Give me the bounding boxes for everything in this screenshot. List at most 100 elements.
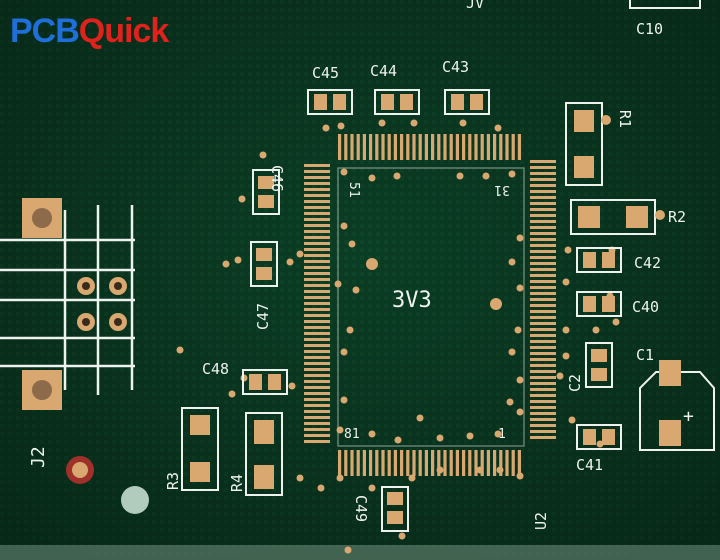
- u2-pin-pad: [369, 134, 373, 160]
- u2-pin-pad: [530, 232, 556, 235]
- pcbquick-logo: PCBQuick: [10, 14, 169, 48]
- u2-pin-pad: [530, 280, 556, 283]
- u2-pin-pad: [530, 166, 556, 169]
- u2-pin-pad: [344, 450, 348, 476]
- u2-pin-pad: [493, 450, 497, 476]
- mounting-hole-white: [121, 486, 149, 514]
- u2-pin-pad: [338, 450, 342, 476]
- u2-pin-pad: [530, 196, 556, 199]
- u2-pin-pad: [304, 422, 330, 425]
- via: [238, 195, 246, 203]
- u2-pin-pad: [304, 410, 330, 413]
- label-c45: C45: [312, 64, 339, 82]
- u2-pin-pad: [530, 340, 556, 343]
- label-c42: C42: [634, 254, 661, 272]
- u2-pin-pad: [304, 374, 330, 377]
- u2-pin-pad: [424, 450, 428, 476]
- via: [340, 168, 348, 176]
- j2-connector-outline: [0, 205, 135, 395]
- via: [506, 398, 514, 406]
- resistor-r1: [565, 102, 611, 186]
- u2-pin-pad: [369, 450, 373, 476]
- capacitor-c46: [252, 169, 280, 215]
- u2-pin-pad: [304, 362, 330, 365]
- u2-pin-pad: [304, 404, 330, 407]
- u2-pin-pad: [530, 262, 556, 265]
- u2-pin-pad: [304, 284, 330, 287]
- u2-pin-pad: [304, 290, 330, 293]
- via: [336, 474, 344, 482]
- u2-pin-pad: [304, 242, 330, 245]
- via: [352, 286, 360, 294]
- u2-pin-pad: [443, 134, 447, 160]
- u2-pin-pad: [387, 450, 391, 476]
- u2-pin-pad: [530, 292, 556, 295]
- u2-pin-pad: [505, 134, 509, 160]
- via: [476, 466, 484, 474]
- u2-pin-pad: [304, 428, 330, 431]
- u2-pin-pad: [486, 450, 490, 476]
- u2-pin-pad: [499, 450, 503, 476]
- u2-pin-pad: [344, 134, 348, 160]
- label-pin-51: 51: [346, 182, 361, 198]
- u2-pin-pad: [304, 164, 330, 167]
- u2-pins-left: [304, 164, 330, 443]
- u2-pin-pad: [486, 134, 490, 160]
- via: [322, 124, 330, 132]
- u2-pin-pad: [304, 194, 330, 197]
- label-c43: C43: [442, 58, 469, 76]
- via: [436, 434, 444, 442]
- u2-pin-pad: [449, 134, 453, 160]
- u2-pin-pad: [418, 450, 422, 476]
- u2-pin-pad: [304, 332, 330, 335]
- via: [337, 122, 345, 130]
- via: [176, 346, 184, 354]
- label-j2: J2: [28, 446, 49, 468]
- label-3v3: 3V3: [392, 288, 432, 313]
- u2-pin-pad: [530, 388, 556, 391]
- label-r3: R3: [164, 472, 182, 490]
- label-r1: R1: [616, 110, 634, 128]
- u2-pin-pad: [449, 450, 453, 476]
- u2-pin-pad: [530, 328, 556, 331]
- u2-pin-pad: [530, 238, 556, 241]
- u2-pin-pad: [530, 160, 556, 163]
- via: [516, 408, 524, 416]
- u2-pin-pad: [304, 398, 330, 401]
- u2-pin-pad: [375, 134, 379, 160]
- u2-pin-pad: [304, 266, 330, 269]
- via: [612, 318, 620, 326]
- via: [317, 484, 325, 492]
- u2-pin-pad: [462, 134, 466, 160]
- u2-pin-pad: [530, 298, 556, 301]
- u2-pin-pad: [530, 184, 556, 187]
- label-c47: C47: [254, 303, 272, 330]
- label-c2: C2: [566, 374, 584, 392]
- via: [336, 426, 344, 434]
- capacitor-c40: [576, 291, 622, 317]
- u2-pin-pad: [304, 326, 330, 329]
- label-r2: R2: [668, 208, 686, 226]
- capacitor-c1: [639, 360, 715, 451]
- u2-pin-pad: [530, 268, 556, 271]
- via: [228, 390, 236, 398]
- u2-pin-pad: [530, 364, 556, 367]
- label-r4: R4: [228, 474, 246, 492]
- u2-pin-pad: [530, 220, 556, 223]
- u2-pin-pad: [304, 440, 330, 443]
- u2-pin-pad: [304, 416, 330, 419]
- via: [346, 326, 354, 334]
- u2-pin-pad: [387, 134, 391, 160]
- u2-pin-pad: [304, 368, 330, 371]
- vias: [176, 119, 620, 554]
- u2-pin-pad: [530, 394, 556, 397]
- u2-pin-pad: [356, 450, 360, 476]
- u2-pin-pad: [468, 450, 472, 476]
- resistor-r4: [245, 412, 283, 496]
- u2-pin-pad: [480, 450, 484, 476]
- u2-pin-pad: [304, 170, 330, 173]
- u2-pin-pad: [468, 134, 472, 160]
- via: [334, 280, 342, 288]
- u2-pin-pad: [304, 302, 330, 305]
- resistor-r2: [570, 199, 665, 235]
